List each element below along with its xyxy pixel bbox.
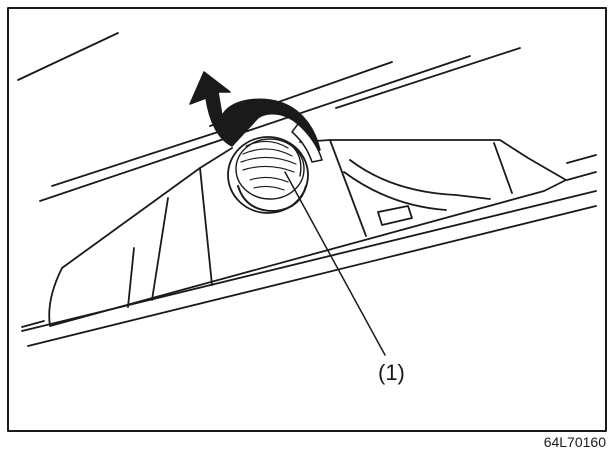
body-lines: [17, 32, 597, 347]
bulb-socket-icon: [227, 136, 309, 214]
lamp-housing: [48, 139, 567, 327]
figure-code: 64L70160: [544, 434, 607, 450]
curved-arrow-icon: [189, 71, 323, 163]
callout-leader-line: [284, 171, 386, 356]
frame-border: [7, 7, 607, 432]
callout-label: (1): [378, 360, 405, 385]
